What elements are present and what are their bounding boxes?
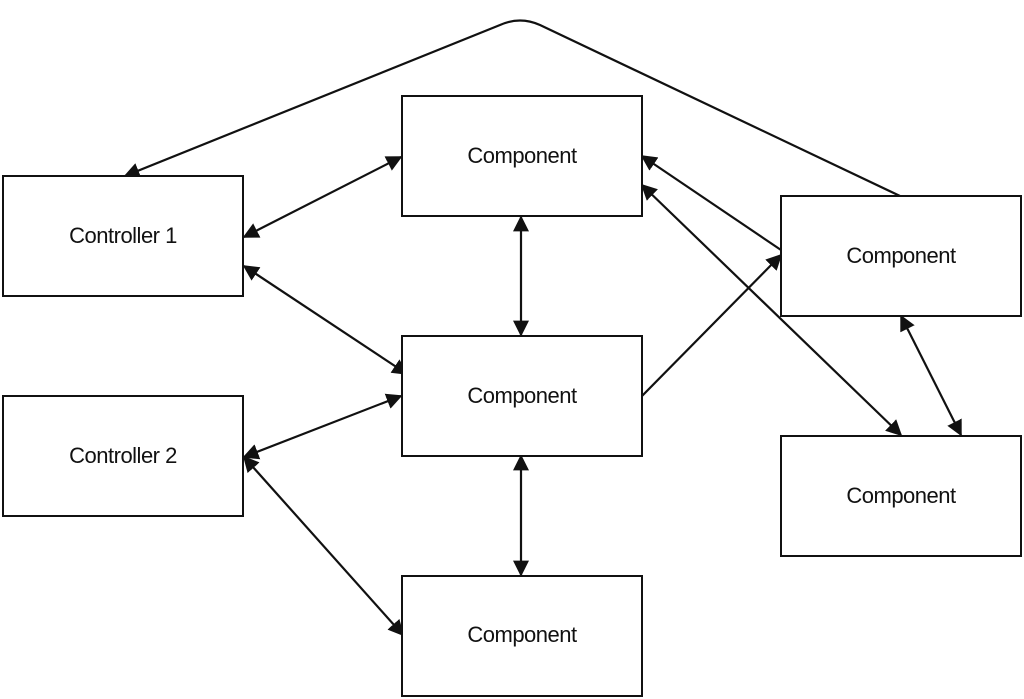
node-label: Component <box>846 243 956 268</box>
node-label: Controller 1 <box>69 223 177 248</box>
node-component-right-bottom[interactable]: Component <box>780 435 1022 557</box>
edge-component-top-right-bottom <box>640 183 903 437</box>
node-label: Component <box>846 483 956 508</box>
edge-controller-2-component-bottom <box>242 455 405 637</box>
node-label: Component <box>467 143 577 168</box>
node-box <box>2 395 244 517</box>
node-component-middle[interactable]: Component <box>401 335 643 457</box>
node-component-top[interactable]: Component <box>401 95 643 217</box>
edge-controller-1-component-top <box>242 156 403 238</box>
node-label: Component <box>467 383 577 408</box>
node-label: Controller 2 <box>69 443 177 468</box>
edge-component-middle-to-right-top <box>641 253 783 397</box>
node-controller-2[interactable]: Controller 2 <box>2 395 244 517</box>
edge-controller-2-component-middle <box>242 393 403 460</box>
edges <box>123 19 962 637</box>
node-label: Component <box>467 622 577 647</box>
edge-controller-1-component-middle <box>242 265 409 375</box>
node-box <box>401 575 643 697</box>
edge-right-top-right-bottom <box>900 314 962 437</box>
node-box <box>401 95 643 217</box>
node-component-bottom[interactable]: Component <box>401 575 643 697</box>
edge-right-top-to-controller-1 <box>123 19 901 197</box>
node-box <box>780 435 1022 557</box>
edge-right-top-to-component-top <box>640 155 782 251</box>
node-box <box>2 175 244 297</box>
node-component-right-top[interactable]: Component <box>780 195 1022 317</box>
node-controller-1[interactable]: Controller 1 <box>2 175 244 297</box>
node-box <box>401 335 643 457</box>
node-box <box>780 195 1022 317</box>
